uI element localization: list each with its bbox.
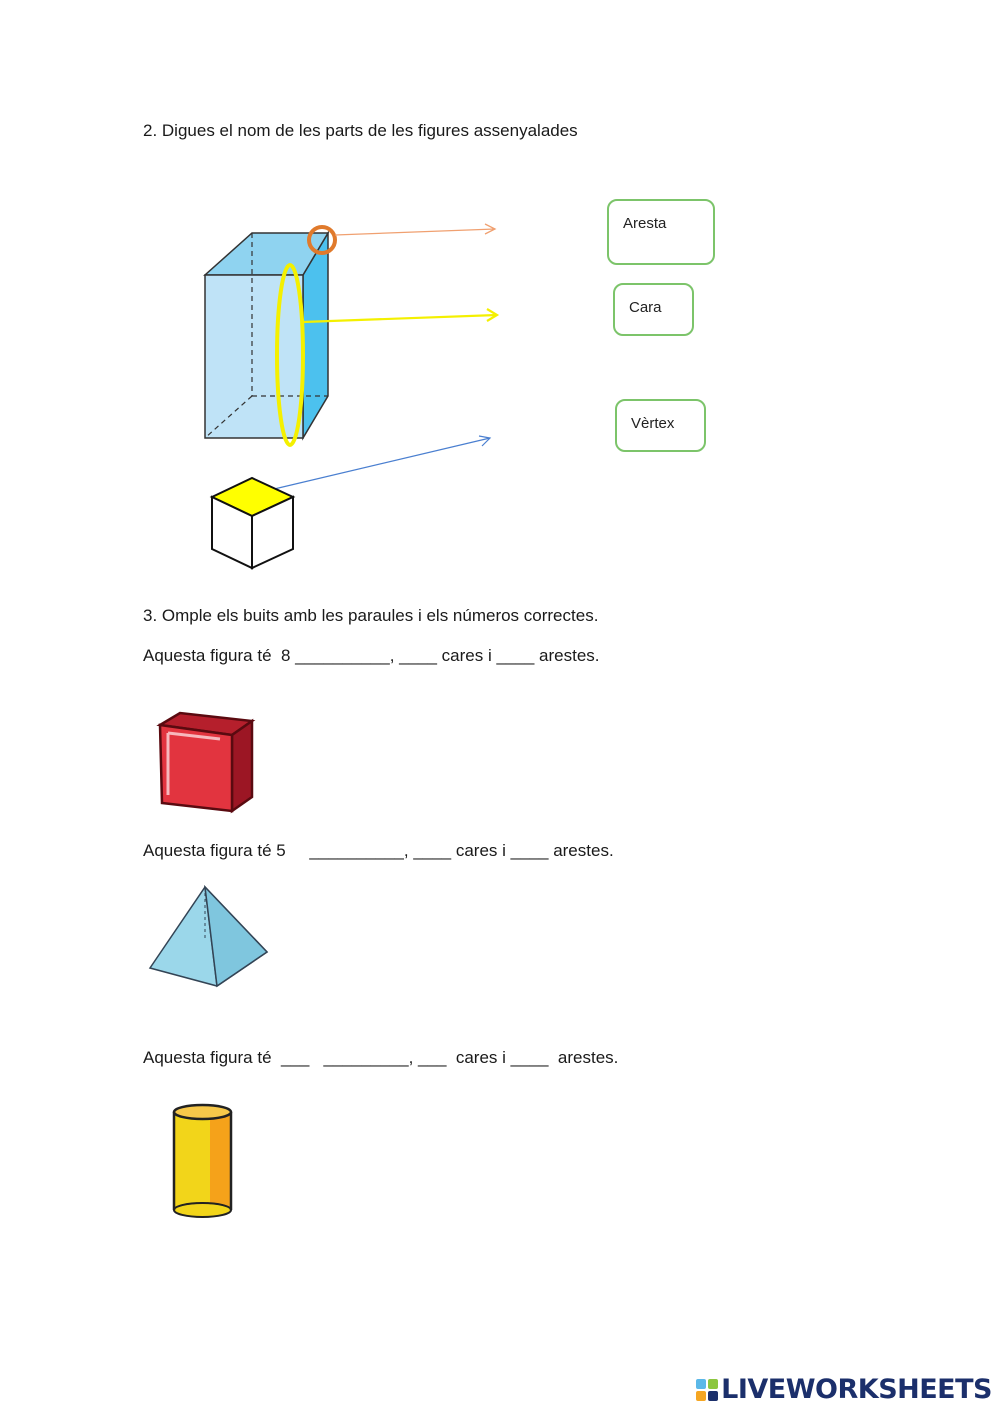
logo-icon xyxy=(696,1378,719,1401)
fill-line-cube: Aquesta figura té 8 __________, ____ car… xyxy=(143,646,600,665)
fill-line-pyramid: Aquesta figura té 5 __________, ____ car… xyxy=(143,841,614,860)
small-cube xyxy=(209,476,296,570)
liveworksheets-logo: LIVEWORKSHEETS xyxy=(696,1374,992,1405)
arrow-yellow xyxy=(302,313,498,324)
label-cara[interactable]: Cara xyxy=(613,283,694,336)
label-vertex[interactable]: Vèrtex xyxy=(615,399,706,452)
arrow-blue xyxy=(269,437,491,491)
red-cube-figure xyxy=(156,711,256,814)
logo-text: LIVEWORKSHEETS xyxy=(721,1374,992,1405)
pyramid-figure xyxy=(148,884,269,988)
vertex-highlight xyxy=(307,225,337,255)
label-aresta[interactable]: Aresta xyxy=(607,199,715,265)
question-2-title: 2. Digues el nom de les parts de les fig… xyxy=(143,121,578,140)
prism-front-face xyxy=(204,274,304,439)
arrow-orange xyxy=(334,228,496,236)
fill-line-cylinder: Aquesta figura té ___ _________, ___ car… xyxy=(143,1048,619,1067)
prism-figure xyxy=(203,223,500,570)
edge-highlight xyxy=(275,263,305,447)
question-3-title: 3. Omple els buits amb les paraules i el… xyxy=(143,606,599,625)
cylinder-figure xyxy=(172,1103,233,1218)
